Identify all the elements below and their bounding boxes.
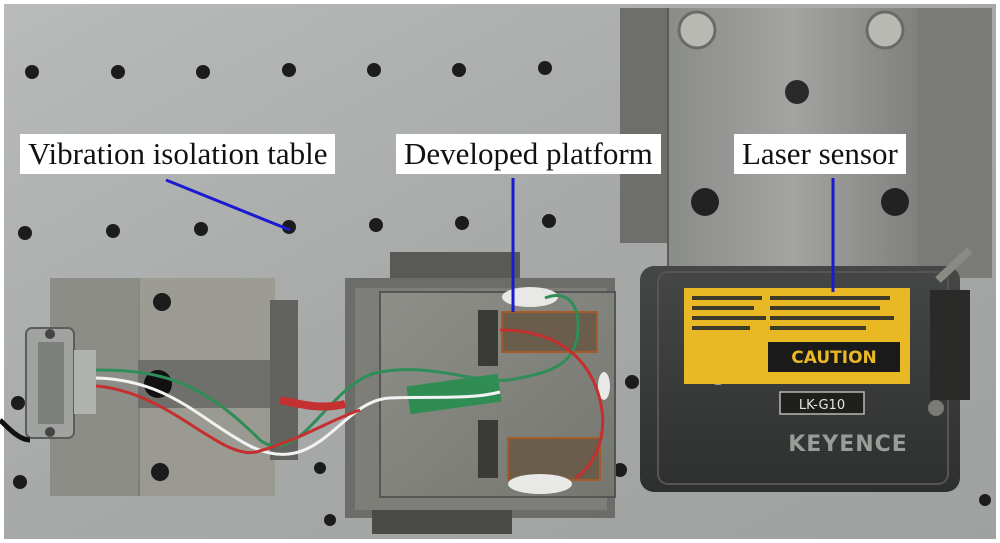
steel-rail xyxy=(620,8,992,278)
wires xyxy=(0,294,605,480)
brand-text: KEYENCE xyxy=(788,432,908,457)
model-text: LK-G10 xyxy=(799,398,845,413)
developed-platform xyxy=(345,252,616,534)
laser-sensor-label: Laser sensor xyxy=(734,134,906,174)
vibration-isolation-table-label: Vibration isolation table xyxy=(20,134,336,174)
db9-connector xyxy=(25,327,96,439)
caution-text: CAUTION xyxy=(791,348,877,368)
leader-lines xyxy=(165,178,835,312)
developed-platform-label: Developed platform xyxy=(396,134,661,174)
laser-sensor-body xyxy=(640,247,973,492)
leader-line-table xyxy=(165,178,291,232)
table-holes xyxy=(11,61,991,526)
